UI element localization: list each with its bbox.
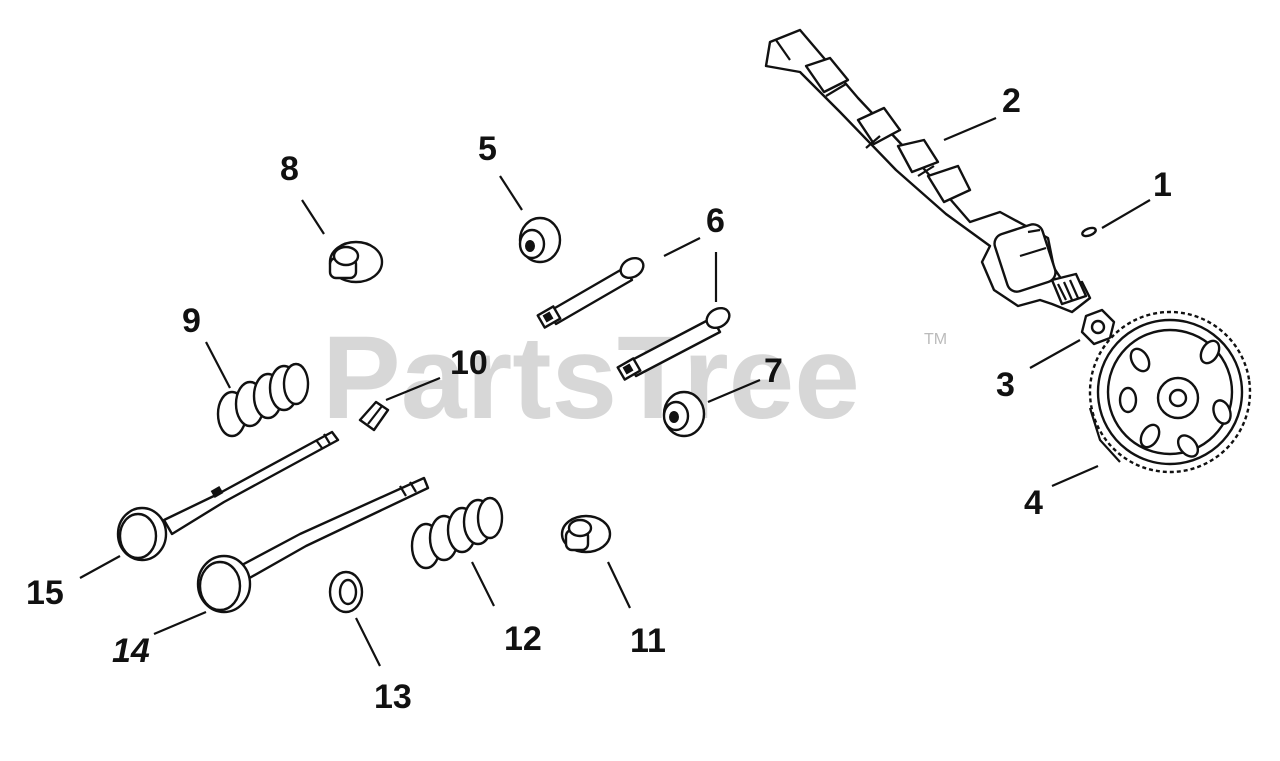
spring-retainer-8-part[interactable] — [328, 240, 384, 284]
nut-part[interactable] — [1080, 308, 1116, 346]
pin-part[interactable] — [1081, 226, 1097, 238]
leader-2 — [943, 116, 997, 142]
cam-gear-part[interactable] — [1080, 302, 1261, 483]
callout-8[interactable]: 8 — [280, 150, 299, 188]
valve-14-part[interactable] — [196, 476, 430, 614]
valve-15-part[interactable] — [116, 430, 340, 562]
leader-8 — [301, 199, 325, 235]
callout-7[interactable]: 7 — [764, 352, 783, 390]
valve-keeper-part[interactable] — [358, 400, 390, 432]
callout-15[interactable]: 15 — [26, 574, 64, 612]
callout-1[interactable]: 1 — [1153, 166, 1172, 204]
callout-6[interactable]: 6 — [706, 202, 725, 240]
valve-seal-5-part[interactable] — [518, 216, 562, 264]
callout-2[interactable]: 2 — [1002, 82, 1021, 120]
tappet-lower-part[interactable] — [616, 304, 733, 381]
leader-15 — [79, 555, 121, 579]
watermark-trademark: TM — [924, 331, 947, 348]
camshaft-part[interactable] — [764, 28, 1092, 314]
valve-spring-12-part[interactable] — [410, 496, 504, 570]
callout-10[interactable]: 10 — [450, 344, 488, 382]
callout-9[interactable]: 9 — [182, 302, 201, 340]
callout-12[interactable]: 12 — [504, 620, 542, 658]
spring-retainer-11-part[interactable] — [560, 514, 612, 554]
leader-7 — [707, 378, 761, 404]
callout-4[interactable]: 4 — [1024, 484, 1043, 522]
callout-13[interactable]: 13 — [374, 678, 412, 716]
leader-9 — [205, 341, 231, 389]
leader-6a — [663, 237, 701, 257]
callout-14[interactable]: 14 — [112, 632, 150, 670]
leader-5 — [499, 175, 523, 211]
leader-13 — [355, 617, 381, 667]
watermark-text: PartsTree — [322, 312, 860, 444]
callout-5[interactable]: 5 — [478, 130, 497, 168]
leader-12 — [471, 561, 495, 607]
tappet-upper-part[interactable] — [536, 254, 647, 329]
leader-3 — [1029, 339, 1081, 369]
callout-3[interactable]: 3 — [996, 366, 1015, 404]
leader-10 — [385, 376, 441, 402]
leader-1 — [1101, 199, 1151, 229]
leader-4 — [1051, 464, 1099, 488]
washer-part[interactable] — [328, 570, 364, 614]
leader-11 — [607, 561, 631, 609]
valve-seal-7-part[interactable] — [662, 390, 706, 438]
leader-14 — [153, 610, 207, 636]
callout-numbers: 1 2 3 4 5 6 7 8 9 10 11 12 13 14 15 — [26, 82, 1172, 716]
leader-lines — [79, 116, 1151, 667]
valve-spring-9-part[interactable] — [216, 362, 310, 438]
callout-11[interactable]: 11 — [630, 622, 666, 660]
